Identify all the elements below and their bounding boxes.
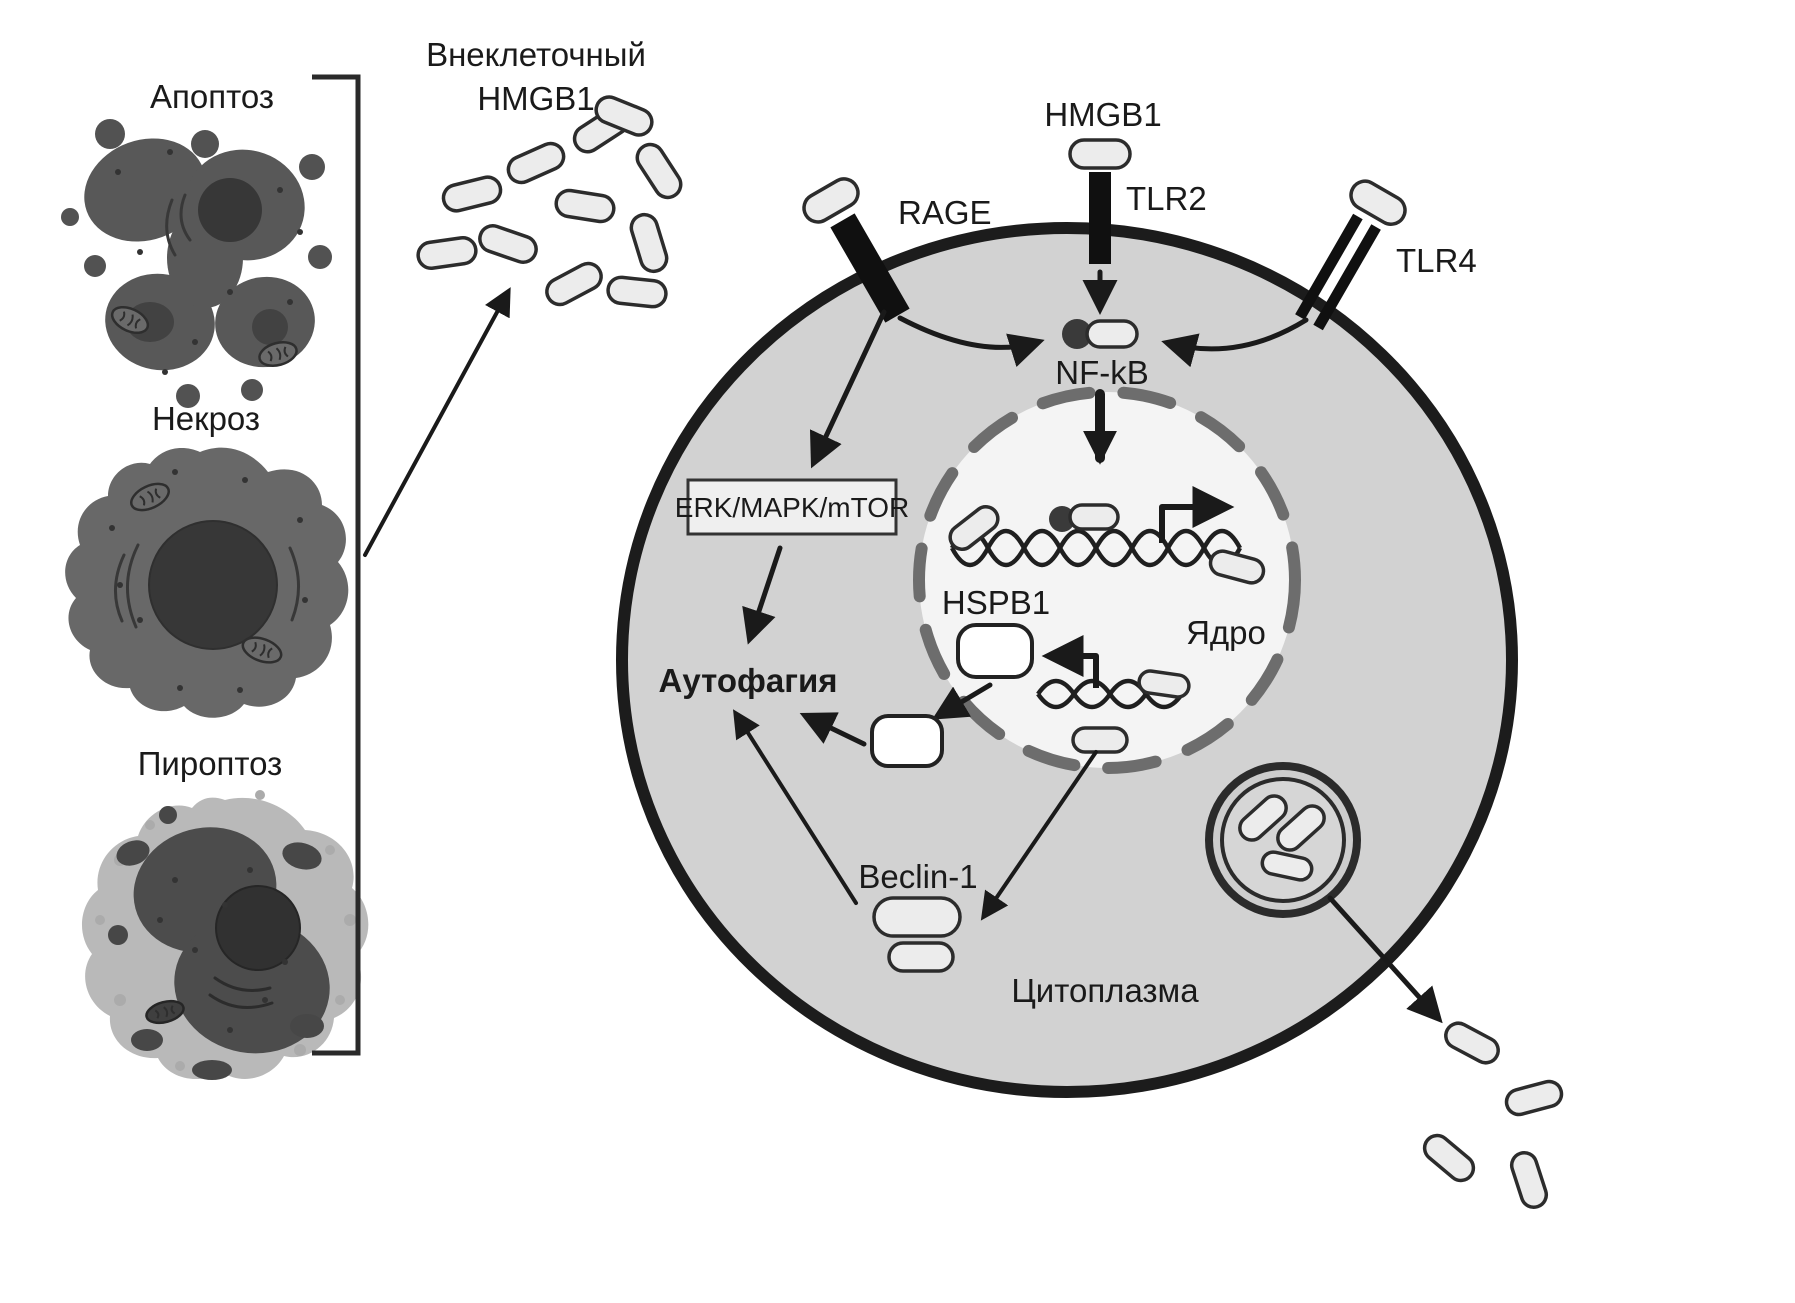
hmgb1-pill [506,141,566,185]
apoptotic-bodies [61,119,332,408]
hmgb1-pill [629,212,669,274]
nucleus: Ядро HSPB1 [913,386,1301,774]
hmgb1-pill [1349,179,1407,226]
hmgb1-pill [1504,1079,1564,1117]
extracellular-hmgb1-label-line1: Внеклеточный [426,36,646,73]
tlr2-receptor: HMGB1 TLR2 [1044,96,1207,264]
hspb1-label: HSPB1 [942,584,1050,621]
erk-mapk-mtor-box: ERK/MAPK/mTOR [675,478,909,536]
hmgb1-pill [1238,794,1288,842]
autophagosome [1205,762,1361,918]
transcription-arrow [1159,486,1235,543]
hmgb1-pill [1068,138,1132,170]
nucleus-label: Ядро [1186,614,1266,651]
tlr4-label: TLR4 [1396,242,1477,279]
mitochondrion-icon [258,341,298,367]
extracellular-hmgb1-pills [416,95,683,309]
hmgb1-pill [1509,1151,1549,1209]
hmgb1-pill [606,275,668,309]
tlr2-label: TLR2 [1126,180,1207,217]
hmgb1-pill [1276,804,1326,852]
autophagy-label: Аутофагия [659,662,838,699]
hmgb1-pill [802,177,860,224]
necrosis-cell-icon [65,447,349,718]
tlr4-receptor: TLR4 [1295,179,1477,331]
dna-helix [950,528,1242,568]
nuclear-envelope [913,386,1301,774]
hmgb1-ligand-label: HMGB1 [1044,96,1161,133]
apoptosis-cell-icon [61,119,332,408]
tlr4-to-nfkb-arrow [1161,317,1309,368]
rage-to-erk-arrow [809,309,887,469]
secretion-arrow [1327,895,1443,1024]
rage-to-nfkb-arrow [897,315,1045,368]
nuclear-export-arrow [980,750,1098,921]
rage-receptor: RAGE [802,177,992,323]
pyroptosis-cell-icon [81,790,369,1080]
hmgb1-pill [1260,850,1314,882]
beclin1-label: Beclin-1 [858,858,977,895]
hmgb1-pill [554,188,616,224]
hmgb1-pill [635,142,683,200]
erk-to-autophagy-arrow [742,545,783,645]
necrotic-nucleus [148,520,278,650]
hspb1-protein [956,623,1034,679]
hmgb1-pill [545,261,603,307]
release-arrow [363,287,511,557]
mitochondrion-icon [145,999,185,1025]
beclin1-complex: Beclin-1 [858,858,978,973]
hmgb1-pill [1444,1021,1500,1065]
pyroptosis-label: Пироптоз [138,745,283,782]
pyroptotic-nucleus [215,885,301,971]
hmgb1-pill [1137,669,1191,699]
tlr2-bar [1089,172,1111,264]
nfkb-complex: NF-kB [1055,319,1149,391]
nucleus-fragment [198,178,262,242]
hmgb1-pill [594,95,654,137]
erk-mapk-mtor-label: ERK/MAPK/mTOR [675,492,909,523]
beclin-to-autophagy-arrow [732,709,858,905]
hspb1-to-autophagy-arrow [799,712,867,747]
apoptosis-label: Апоптоз [150,78,274,115]
hmgb1-pill [416,236,478,270]
rage-label: RAGE [898,194,992,231]
secreted-hmgb1-pills [1422,1021,1564,1209]
necrosis-label: Некроз [152,400,260,437]
hspb1-cytoplasmic-protein [870,714,944,768]
nfkb-label: NF-kB [1055,354,1149,391]
mitochondrion-icon [130,482,170,512]
hspb1-export-arrow [931,682,993,720]
extracellular-hmgb1-label-line2: HMGB1 [477,80,594,117]
hmgb1-pill [948,505,1000,551]
hmgb1-pill [1422,1133,1476,1183]
cytoplasm-label: Цитоплазма [1011,972,1199,1009]
mitochondrion-icon [110,305,150,335]
pyroptotic-fragments [108,806,324,1080]
nfkb-complex-nuclear [1049,503,1120,532]
hmgb1-pill [478,224,538,264]
transcription-arrow-hspb1 [1041,635,1099,688]
mitochondrion-icon [241,636,283,664]
grouping-bracket [312,74,361,1056]
hmgb1-pill [441,175,503,213]
hmgb1-pill [1208,549,1266,585]
hmgb1-pill-nuclear-export [1071,726,1129,754]
